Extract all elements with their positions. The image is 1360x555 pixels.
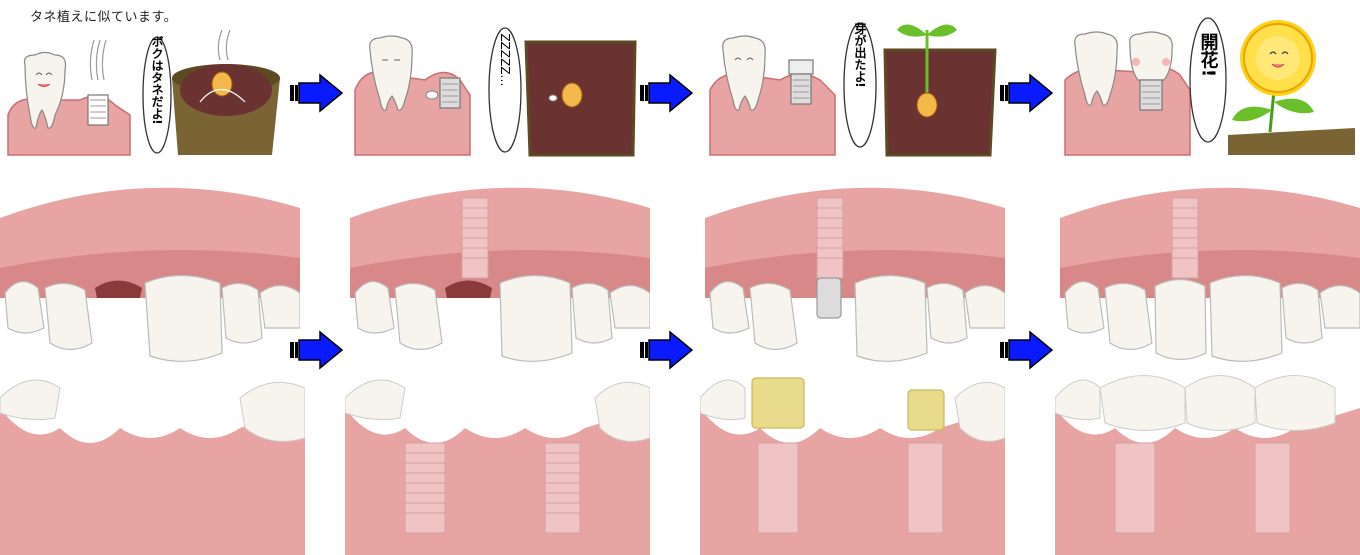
arrow-icon <box>1000 73 1055 113</box>
comic-panel-4: 開花! <box>1060 10 1360 160</box>
speech-text: ボクはタネだよ! <box>150 35 164 125</box>
comic-panel-2: ZZZZZ… <box>350 20 640 160</box>
speech-text: ZZZZZ… <box>498 33 512 86</box>
lower-jaw-3 <box>700 368 1005 555</box>
arrow-icon <box>290 330 345 370</box>
lower-jaw-2 <box>345 368 650 555</box>
lower-jaw-4 <box>1055 368 1360 555</box>
comic-panel-1: ボクはタネだよ! <box>0 20 290 160</box>
upper-jaw-2 <box>350 178 650 368</box>
lower-jaw-1 <box>0 368 305 555</box>
arrow-icon <box>640 330 695 370</box>
upper-jaw-3 <box>705 178 1005 368</box>
arrow-icon <box>1000 330 1055 370</box>
arrow-icon <box>290 73 345 113</box>
upper-jaw-1 <box>0 178 300 368</box>
comic-panel-3: 芽が出たよ! <box>705 10 1005 160</box>
speech-text: 芽が出たよ! <box>853 21 867 88</box>
upper-jaw-4 <box>1060 178 1360 368</box>
arrow-icon <box>640 73 695 113</box>
speech-text: 開花! <box>1198 33 1219 77</box>
